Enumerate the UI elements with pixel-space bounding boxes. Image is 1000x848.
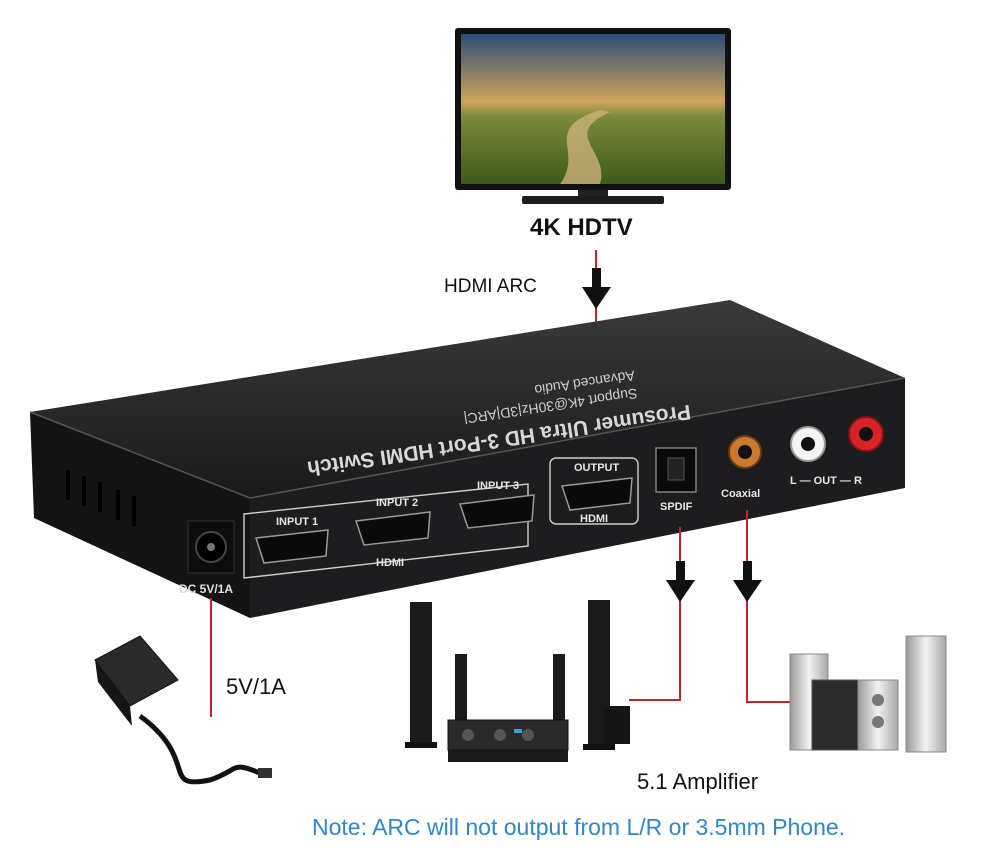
spdif-label: SPDIF [660,501,693,513]
subwoofer [604,706,630,744]
audio-out-label: L — OUT — R [790,475,862,487]
amplifier-label: 5.1 Amplifier [637,769,759,794]
hdmi-switch-device: Prosumer Ultra HD 3-Port HDMI Switch Sup… [29,300,906,618]
hdmi-input-1: INPUT 1 [255,516,329,564]
hdmi-input-frame [243,483,529,579]
hdmi-output-frame [549,457,639,525]
input1-label: INPUT 1 [276,516,318,528]
arc-arrow-head [582,287,611,309]
hdtv-illustration [455,28,731,204]
spdif-connection [629,527,695,701]
input3-label: INPUT 3 [477,480,519,492]
arc-note: Note: ARC will not output from L/R or 3.… [312,814,846,840]
speaker-system-illustration [789,635,947,753]
hdmi-arc-label: HDMI ARC [444,276,537,297]
hdmi-input-2: INPUT 2 [354,497,431,546]
device-edge-highlight [29,377,906,499]
tv-stand-base [522,196,664,204]
home-theater-illustration [405,600,630,762]
power-adapter-illustration [94,635,272,785]
output-label: OUTPUT [574,462,620,474]
tower-speaker-left [410,602,432,744]
tv-screen-road [560,110,610,184]
device-top-face [30,300,905,498]
adapter-body [94,635,179,707]
tv-title: 4K HDTV [530,214,633,241]
right-speaker [905,635,947,753]
side-vents [66,470,136,526]
adapter-plug [258,768,272,778]
hdmi-output-port [560,477,633,511]
audio-out-ports: L — OUT — R [790,416,884,487]
dc-port-label: DC 5V/1A [179,582,233,596]
arc-arrow-shaft [592,268,601,288]
output-hdmi-label: HDMI [580,513,608,525]
coaxial-connection [733,510,790,703]
adapter-face [95,660,132,726]
adapter-cable [138,713,264,785]
coaxial-port: Coaxial [721,435,762,500]
hdmi-input-3: INPUT 3 [458,480,535,529]
tv-stand-neck [578,190,608,196]
input2-label: INPUT 2 [376,497,418,509]
dc-power-port: DC 5V/1A [179,520,235,596]
coaxial-label: Coaxial [721,488,760,500]
spdif-port: SPDIF [655,447,697,513]
power-label: 5V/1A [226,674,286,699]
center-speaker [857,679,899,751]
hdmi-inputs-label: HDMI [376,557,404,569]
